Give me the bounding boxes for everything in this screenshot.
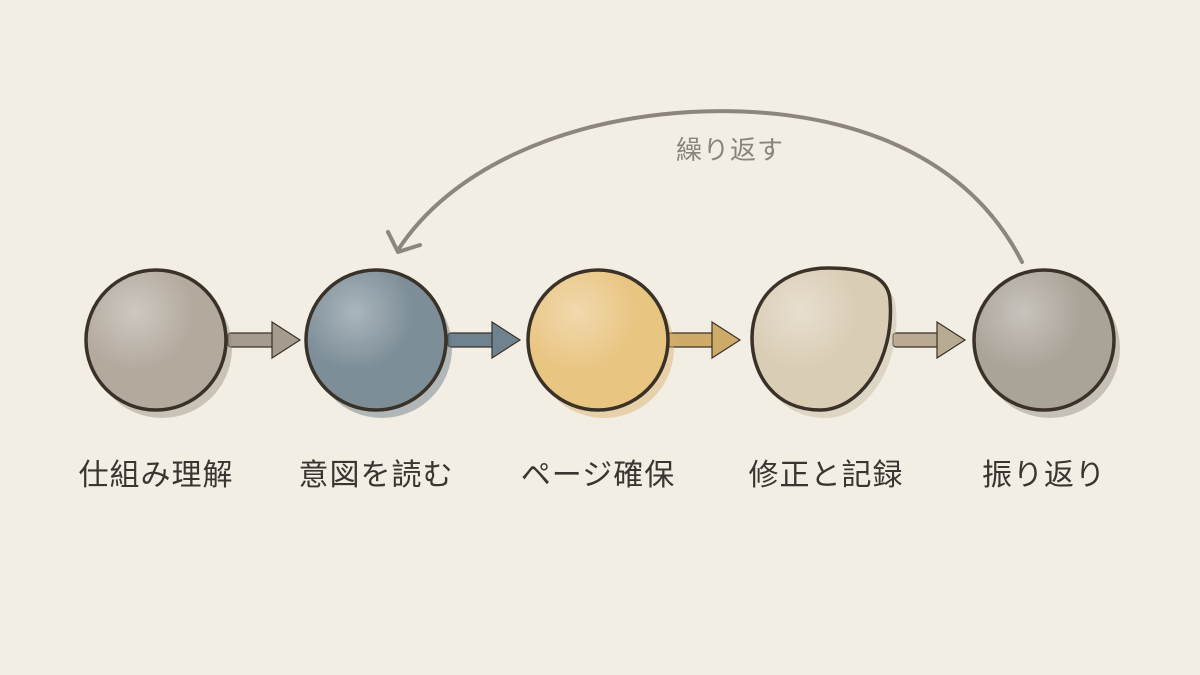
step-circle-4: [750, 266, 897, 418]
loop-arrow-path: [396, 109, 1024, 264]
step-circle-2: [304, 268, 452, 418]
connector-arrow-3: [667, 320, 742, 360]
step-label-5: 振り返り: [982, 458, 1106, 493]
step-circle-5: [972, 268, 1120, 418]
connector-arrow-4: [892, 320, 967, 360]
step-label-4: 修正と記録: [748, 458, 904, 493]
step-label-1: 仕組み理解: [78, 458, 234, 493]
step-circle-3: [526, 268, 674, 418]
step-circle-1: [84, 268, 232, 418]
connector-arrow-2: [447, 320, 522, 360]
loop-label: 繰り返す: [675, 136, 784, 166]
loop-arrow-head: [386, 230, 422, 254]
step-label-2: 意図を読む: [298, 458, 454, 493]
connector-arrow-1: [227, 320, 302, 360]
step-label-3: ページ確保: [520, 458, 676, 493]
